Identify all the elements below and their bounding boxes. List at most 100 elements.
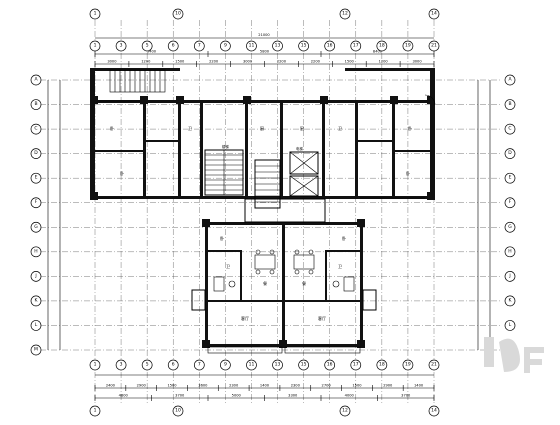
axis-bubble-bottom: 6 <box>167 359 179 371</box>
svg-text:16: 16 <box>327 43 333 49</box>
svg-text:F: F <box>35 199 38 205</box>
axis-bubble-right: B <box>504 99 516 110</box>
axis-bubble-top: 1 <box>89 40 101 52</box>
room-label: 客厅 <box>241 315 249 321</box>
svg-text:G: G <box>34 224 38 230</box>
svg-text:10: 10 <box>175 408 181 414</box>
axis-bubble-bottom: 1 <box>89 405 101 417</box>
axis-bubble-left: G <box>30 221 42 233</box>
axis-bubble-top: 10 <box>172 8 184 20</box>
side-dimension-chains <box>47 80 491 350</box>
axis-bubble-top: 21 <box>428 40 440 52</box>
svg-text:G: G <box>508 224 512 230</box>
room-label: 卫 <box>188 126 192 131</box>
axis-bubble-top: 13 <box>272 40 283 52</box>
svg-text:10: 10 <box>175 11 181 17</box>
axis-bubble-top: 16 <box>324 40 336 52</box>
room-label: 卧 <box>406 170 410 176</box>
dimension-label: 1500 <box>167 384 177 388</box>
axis-bubble-left: A <box>30 74 42 86</box>
svg-text:19: 19 <box>405 43 411 49</box>
svg-text:E: E <box>509 175 512 181</box>
svg-text:E: E <box>35 175 38 181</box>
svg-text:15: 15 <box>301 362 307 368</box>
room-label: 卫 <box>226 264 230 269</box>
dimension-label: 2200 <box>311 60 321 64</box>
svg-text:B: B <box>508 101 511 107</box>
svg-text:H: H <box>508 248 511 254</box>
room-label: 餐 <box>263 280 267 286</box>
axis-bubble-bottom: 13 <box>272 359 283 371</box>
svg-text:1: 1 <box>94 362 97 368</box>
dimension-label: 5400 <box>147 50 157 54</box>
svg-text:6: 6 <box>172 362 175 368</box>
axis-bubble-left: M <box>30 344 42 356</box>
svg-text:13: 13 <box>275 362 281 368</box>
dimension-label: 4800 <box>119 394 129 398</box>
axis-bubble-left: K <box>30 295 42 307</box>
dimension-label: 2900 <box>137 384 147 388</box>
dimension-label: 2700 <box>322 384 332 388</box>
axis-bubble-right: E <box>504 172 516 184</box>
dimension-label: 2200 <box>209 60 219 64</box>
axis-bubble-right: L <box>504 320 516 331</box>
axis-bubble-right: D <box>504 148 516 159</box>
svg-text:9: 9 <box>224 362 227 368</box>
dimension-label: 3300 <box>288 394 298 398</box>
room-label: 客厅 <box>318 315 326 321</box>
axis-bubble-bottom: 17 <box>350 359 362 371</box>
svg-text:14: 14 <box>431 408 437 414</box>
room-label: 卧 <box>408 125 412 131</box>
svg-text:J: J <box>508 273 510 279</box>
svg-text:D: D <box>34 150 38 156</box>
axis-bubble-bottom: 10 <box>172 405 184 417</box>
axis-bubble-left: H <box>30 246 42 258</box>
dimension-label: 8400 <box>373 50 383 54</box>
dimension-label: 5800 <box>260 50 270 54</box>
dimension-label: 2400 <box>106 384 116 388</box>
axis-bubble-top: 14 <box>428 8 440 20</box>
axis-bubble-bottom: 3 <box>115 359 127 371</box>
axis-bubble-right: H <box>504 246 516 258</box>
axis-bubble-bottom: 19 <box>402 359 414 371</box>
axis-bubble-bottom: 12 <box>339 405 351 417</box>
room-label: 厨 <box>300 125 304 131</box>
room-label: 卫 <box>338 264 342 269</box>
svg-text:9: 9 <box>224 43 227 49</box>
axis-bubble-bottom: 7 <box>193 359 205 371</box>
svg-text:3: 3 <box>120 43 123 49</box>
axis-bubble-left: L <box>30 320 42 331</box>
axis-bubble-top: 17 <box>350 40 362 52</box>
axis-bubble-left: D <box>30 148 42 159</box>
axis-bubble-top: 12 <box>339 8 351 20</box>
svg-text:L: L <box>509 322 512 328</box>
svg-text:11: 11 <box>249 43 255 49</box>
svg-text:17: 17 <box>353 43 359 49</box>
axis-bubble-bottom: 18 <box>376 359 388 371</box>
room-label: 卧 <box>120 170 124 176</box>
axis-bubble-bottom: 5 <box>141 359 153 371</box>
dimension-label: 3700 <box>175 394 185 398</box>
svg-text:D: D <box>508 150 512 156</box>
svg-text:J: J <box>34 273 36 279</box>
svg-text:5: 5 <box>146 43 149 49</box>
axis-bubble-top: 1 <box>89 8 101 20</box>
svg-text:7: 7 <box>198 362 201 368</box>
dimension-label: 2300 <box>291 384 301 388</box>
room-label: 餐 <box>302 280 306 286</box>
axis-bubble-right: F <box>504 197 516 209</box>
axis-bubble-right: G <box>504 221 516 233</box>
upper-wing: 卧 卧 卫 卫 卧 卧 厨 厨 楼梯 电梯 <box>90 68 436 209</box>
axis-bubble-bottom: 1 <box>89 359 101 371</box>
room-label: 卫 <box>338 126 342 131</box>
dimension-label: 3000 <box>107 60 117 64</box>
dimension-label: 1400 <box>414 384 424 388</box>
svg-text:15: 15 <box>301 43 307 49</box>
room-label: 卧 <box>220 235 224 241</box>
svg-text:A: A <box>34 77 38 83</box>
axis-bubble-top: 5 <box>141 40 153 52</box>
